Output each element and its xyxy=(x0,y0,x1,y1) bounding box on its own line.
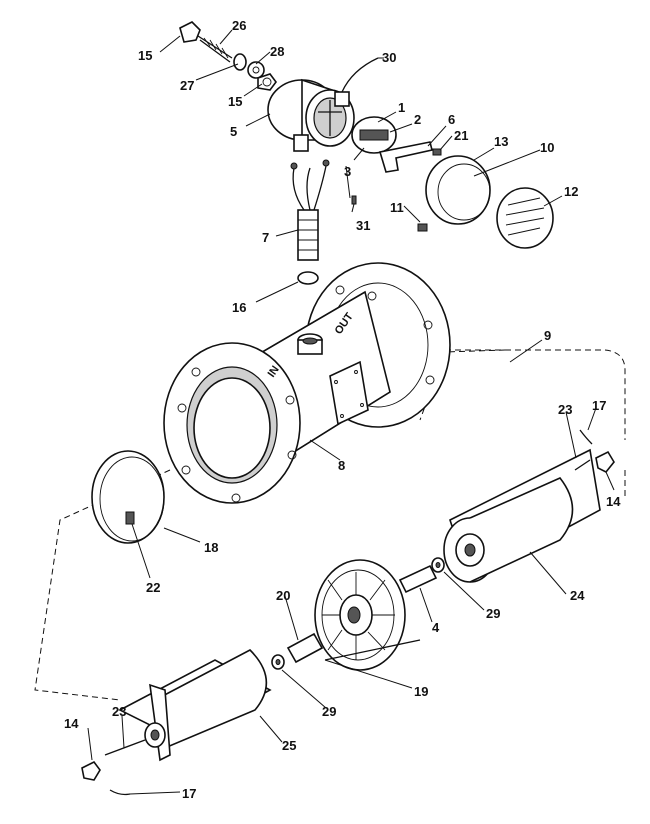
callout-23-right: 23 xyxy=(558,402,572,417)
callout-21: 21 xyxy=(454,128,468,143)
callout-24: 24 xyxy=(570,588,585,603)
callout-26: 26 xyxy=(232,18,246,33)
callout-18: 18 xyxy=(204,540,218,555)
callout-20: 20 xyxy=(276,588,290,603)
internals-group-outline xyxy=(34,349,626,701)
callout-31: 31 xyxy=(356,218,370,233)
electronics-housing-assembly xyxy=(179,21,554,285)
callout-2: 2 xyxy=(414,112,421,127)
rear-rotor-support xyxy=(443,429,615,583)
callout-5: 5 xyxy=(230,124,237,139)
turbine-rotor xyxy=(314,559,421,671)
callout-15-top: 15 xyxy=(138,48,152,63)
callout-12: 12 xyxy=(564,184,578,199)
callout-11: 11 xyxy=(390,200,404,215)
callout-29-left: 29 xyxy=(322,704,336,719)
callout-14-right: 14 xyxy=(606,494,621,509)
callout-15-mid: 15 xyxy=(228,94,242,109)
callout-13: 13 xyxy=(494,134,508,149)
callout-6: 6 xyxy=(448,112,455,127)
callout-28: 28 xyxy=(270,44,284,59)
callout-23-left: 23 xyxy=(112,704,126,719)
front-retainer-ring xyxy=(91,450,165,544)
callout-3: 3 xyxy=(344,164,351,179)
callout-1: 1 xyxy=(398,100,405,115)
callout-19: 19 xyxy=(414,684,428,699)
spacers-and-washers xyxy=(271,557,445,670)
callout-30: 30 xyxy=(382,50,396,65)
callout-4: 4 xyxy=(432,620,440,635)
callout-14-left: 14 xyxy=(64,716,79,731)
callout-27: 27 xyxy=(180,78,194,93)
leader-lines xyxy=(87,29,615,795)
callout-8: 8 xyxy=(338,458,345,473)
callout-labels: 15 26 27 28 15 30 5 1 2 6 3 21 13 10 12 … xyxy=(64,18,621,801)
callout-9: 9 xyxy=(544,328,551,343)
callout-7: 7 xyxy=(262,230,269,245)
callout-25: 25 xyxy=(282,738,296,753)
callout-17-right: 17 xyxy=(592,398,606,413)
callout-22: 22 xyxy=(146,580,160,595)
callout-16: 16 xyxy=(232,300,246,315)
front-rotor-support xyxy=(81,649,272,796)
callout-10: 10 xyxy=(540,140,554,155)
meter-body: IN OUT xyxy=(163,262,451,504)
callout-29-right: 29 xyxy=(486,606,500,621)
callout-17-left: 17 xyxy=(182,786,196,801)
